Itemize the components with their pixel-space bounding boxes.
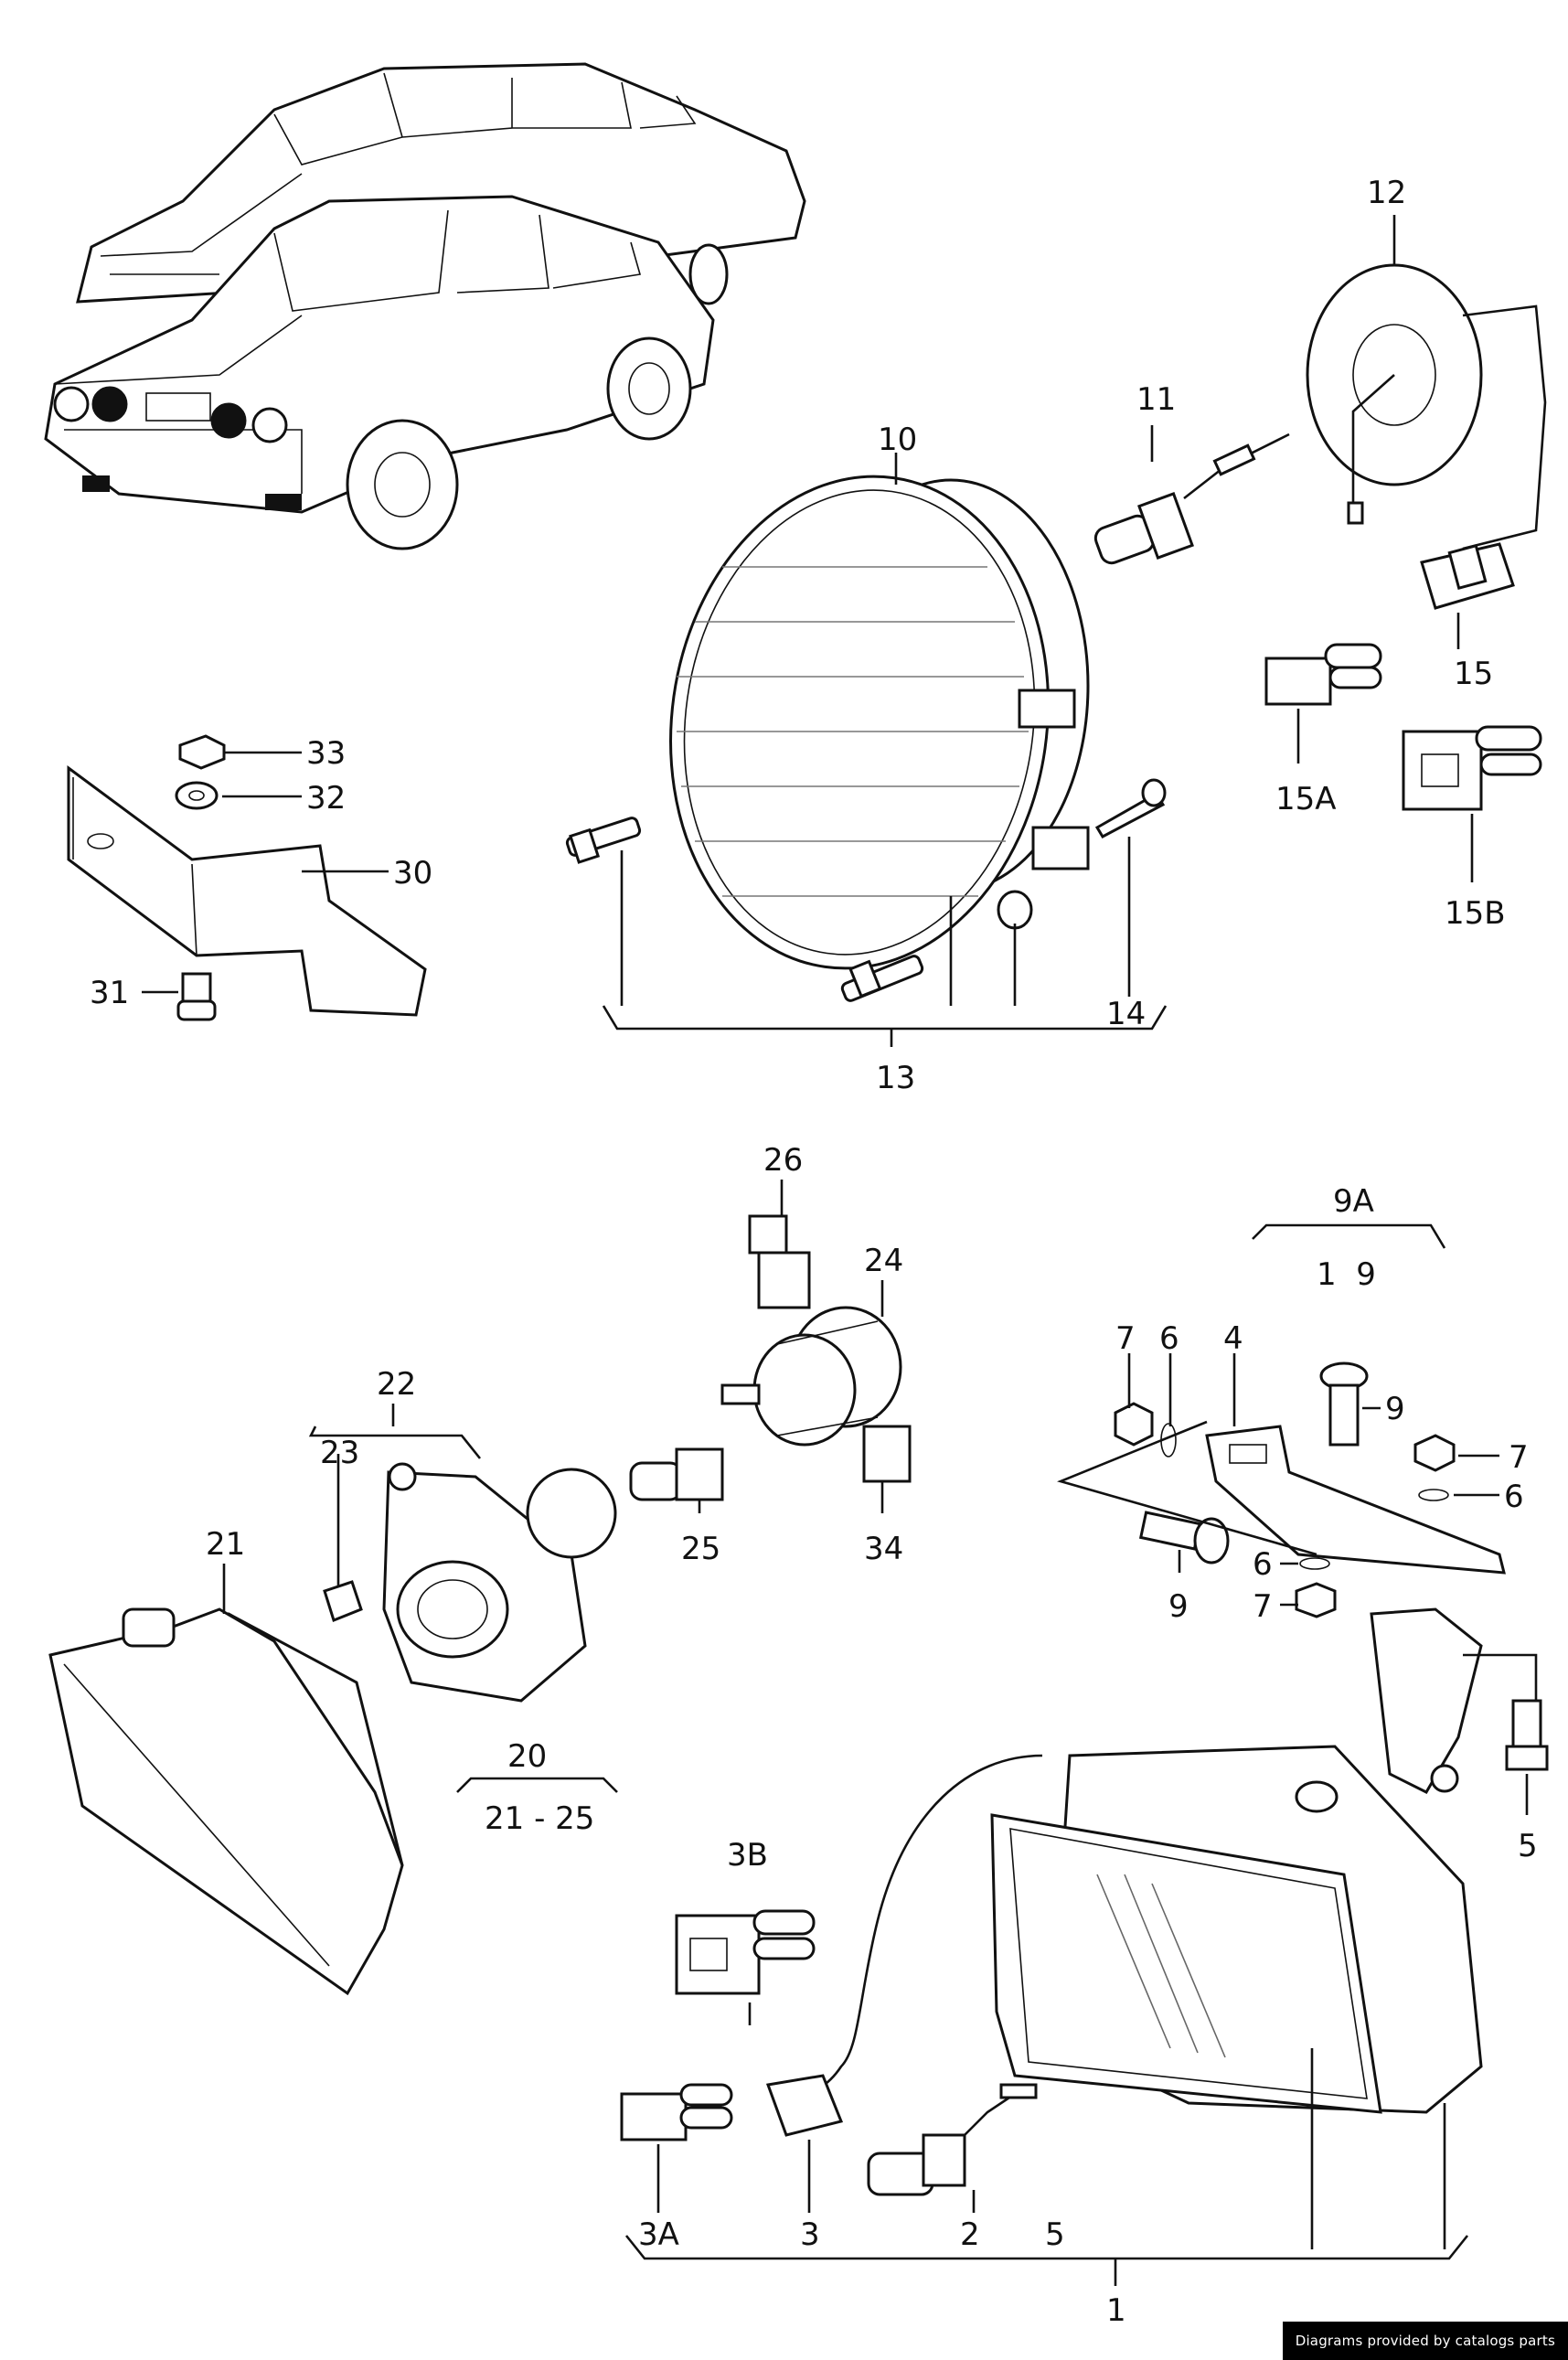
label-2: 2 bbox=[960, 2216, 980, 2253]
label-9A: 9A bbox=[1333, 1183, 1374, 1220]
credit-badge: Diagrams provided by catalogs parts bbox=[1282, 2322, 1568, 2360]
label-6-c: 6 bbox=[1253, 1546, 1273, 1583]
lamp-holder-24 bbox=[720, 1306, 902, 1447]
connector-3B bbox=[675, 1909, 816, 1995]
label-15: 15 bbox=[1454, 656, 1493, 692]
nut-7a bbox=[1114, 1402, 1154, 1447]
adjust-screw-13b bbox=[840, 955, 924, 1002]
label-9A-range: 1 9 bbox=[1317, 1256, 1376, 1293]
label-26: 26 bbox=[763, 1142, 803, 1179]
label-9-a: 9 bbox=[1385, 1391, 1405, 1427]
screw-23 bbox=[323, 1580, 363, 1622]
label-34: 34 bbox=[864, 1531, 903, 1567]
leader-lines bbox=[142, 215, 1538, 2286]
bulb-2 bbox=[867, 2083, 1038, 2196]
adjust-screw-13a bbox=[565, 817, 642, 864]
label-13: 13 bbox=[876, 1060, 915, 1096]
label-20-range: 21 - 25 bbox=[485, 1800, 594, 1837]
label-23: 23 bbox=[320, 1435, 359, 1471]
connector-3 bbox=[765, 2074, 844, 2137]
bolt-9a bbox=[1319, 1362, 1369, 1447]
label-7-b: 7 bbox=[1509, 1439, 1529, 1476]
connector-15A bbox=[1264, 643, 1382, 706]
label-25: 25 bbox=[681, 1531, 720, 1567]
headlight-10 bbox=[669, 475, 1090, 970]
label-15B: 15B bbox=[1445, 895, 1506, 932]
hex-nut-33 bbox=[178, 734, 226, 770]
bolt-9b bbox=[1138, 1511, 1230, 1564]
label-9-b: 9 bbox=[1168, 1588, 1189, 1625]
label-6-b: 6 bbox=[1504, 1479, 1524, 1515]
label-33: 33 bbox=[306, 735, 346, 772]
nut-7c bbox=[1295, 1582, 1337, 1618]
nut-7b bbox=[1413, 1434, 1456, 1472]
label-31: 31 bbox=[90, 975, 129, 1011]
mount-bracket-4 bbox=[1205, 1425, 1506, 1575]
label-20: 20 bbox=[507, 1738, 547, 1775]
screw-14 bbox=[1094, 778, 1167, 838]
label-7-a: 7 bbox=[1115, 1320, 1136, 1357]
label-3A: 3A bbox=[638, 2216, 679, 2253]
label-21: 21 bbox=[206, 1526, 245, 1563]
cover-cap-12 bbox=[1306, 263, 1547, 550]
label-12: 12 bbox=[1367, 175, 1406, 211]
label-3: 3 bbox=[800, 2216, 820, 2253]
rubber-bush bbox=[997, 890, 1033, 930]
label-30: 30 bbox=[393, 855, 432, 892]
label-1: 1 bbox=[1106, 2292, 1126, 2329]
connector-15B bbox=[1402, 725, 1542, 811]
housing-22 bbox=[382, 1462, 617, 1703]
label-11: 11 bbox=[1136, 381, 1176, 418]
washer-6b bbox=[1418, 1489, 1449, 1501]
washer-6c bbox=[1299, 1557, 1330, 1570]
label-5-b: 5 bbox=[1045, 2216, 1065, 2253]
washer-32 bbox=[175, 781, 219, 810]
label-22: 22 bbox=[377, 1366, 416, 1403]
label-6-a: 6 bbox=[1159, 1320, 1179, 1357]
clip-34 bbox=[862, 1425, 912, 1483]
label-15A: 15A bbox=[1275, 781, 1337, 817]
bolt-31 bbox=[176, 972, 217, 1021]
label-14: 14 bbox=[1106, 996, 1146, 1032]
label-32: 32 bbox=[306, 780, 346, 817]
connector-15 bbox=[1420, 542, 1515, 610]
label-24: 24 bbox=[864, 1243, 903, 1279]
label-4: 4 bbox=[1223, 1320, 1243, 1357]
worklight-1 bbox=[990, 1607, 1483, 2114]
fog-light-21 bbox=[48, 1607, 404, 1996]
bulb-25 bbox=[629, 1447, 724, 1501]
bolt-5 bbox=[1505, 1699, 1549, 1771]
car-illustration bbox=[44, 62, 806, 550]
label-10: 10 bbox=[878, 422, 917, 458]
connector-26 bbox=[748, 1214, 811, 1309]
label-5-a: 5 bbox=[1518, 1828, 1538, 1864]
label-7-c: 7 bbox=[1253, 1588, 1273, 1625]
connector-3A bbox=[620, 2083, 733, 2141]
bulb-11 bbox=[1093, 432, 1290, 565]
label-3B: 3B bbox=[727, 1837, 768, 1874]
callout-labels: 10 11 12 15 15A 15B 33 32 30 31 14 13 26… bbox=[90, 175, 1538, 2329]
bracket-30 bbox=[67, 765, 427, 1017]
